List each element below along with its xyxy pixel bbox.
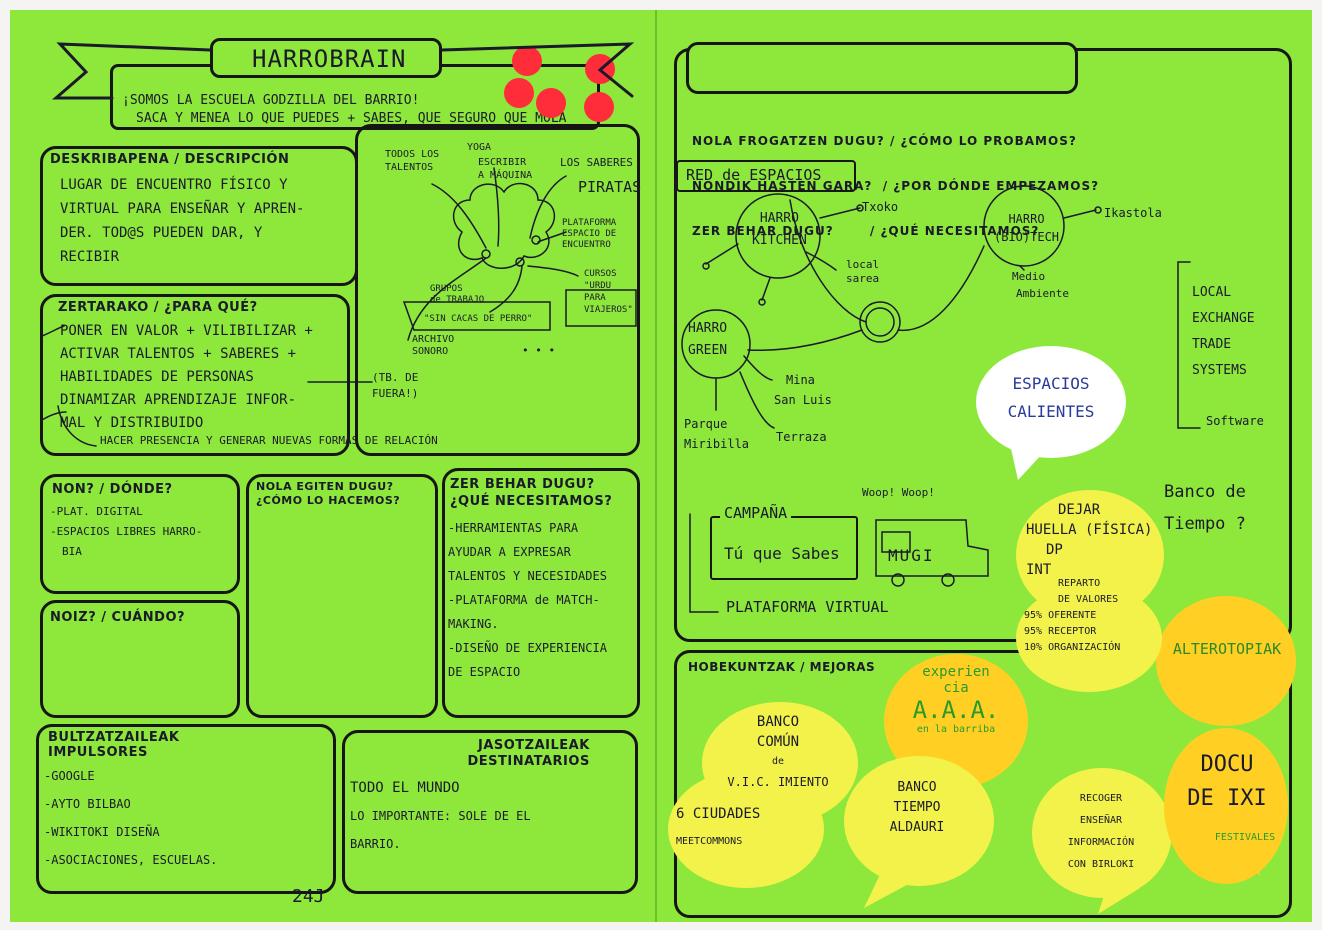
note-reparto-text: REPARTO DE VALORES 95% OFERENTE 95% RECE… xyxy=(1024,578,1121,653)
necesitamos-box xyxy=(442,468,640,718)
note-banco-tiempo-text: BANCO TIEMPO ALDAURI xyxy=(889,780,945,835)
donde-text: -PLAT. DIGITAL -ESPACIOS LIBRES HARRO- B… xyxy=(50,505,203,558)
software-label: Software xyxy=(1206,414,1264,428)
right-title-banner xyxy=(686,42,1078,94)
mindmap-cursos: CURSOS "URDU PARA VIAJEROS" xyxy=(584,269,633,315)
mindmap-box xyxy=(355,124,640,456)
mejoras-title: HOBEKUNTZAK / MEJORAS xyxy=(688,660,876,674)
node-green: HARRO GREEN xyxy=(688,321,728,358)
note-banco-tiempo xyxy=(844,756,994,886)
destinatarios-box xyxy=(342,730,638,894)
note-espacios-calientes xyxy=(976,346,1126,458)
node-terraza: Terraza xyxy=(776,430,827,444)
red-dot xyxy=(585,54,615,84)
impulsores-box xyxy=(36,724,336,894)
node-parque: Parque Miribilla xyxy=(684,417,750,451)
descripcion-text: LUGAR DE ENCUENTRO FÍSICO Y VIRTUAL PARA… xyxy=(60,177,305,265)
mindmap-escribir: ESCRIBIR A MÁQUINA xyxy=(478,157,533,181)
mindmap-fuera: (TB. DE FUERA!) xyxy=(372,371,419,400)
node-medio: Medio Ambiente xyxy=(1012,270,1069,300)
mindmap-todos: TODOS LOS TALENTOS xyxy=(385,149,440,173)
note-dejar-text: DEJAR HUELLA (FÍSICA) DP INT xyxy=(1026,502,1153,578)
node-kitchen: HARRO KITCHEN xyxy=(752,211,807,248)
sheet-fold xyxy=(655,10,657,922)
title-harrobrain: HARROBRAIN xyxy=(252,45,407,73)
descripcion-title: DESKRIBAPENA / DESCRIPCIÓN xyxy=(50,152,290,167)
note-reparto xyxy=(1016,584,1162,692)
title-banner xyxy=(210,38,442,78)
note-banco-comun-text: BANCO COMÚN de V.I.C. IMIENTO xyxy=(727,714,829,789)
red-espacios-label: RED de ESPACIOS xyxy=(686,166,822,184)
destinatarios-title: JASOTZAILEAK DESTINATARIOS xyxy=(467,738,590,769)
mindmap-grupos: GRUPOS de TRABAJO xyxy=(430,284,485,305)
note-recoger-text: RECOGER ENSEÑAR INFORMACIÓN CON BIRLOKI xyxy=(1067,793,1135,870)
mindmap-plataforma: PLATAFORMA ESPACIO DE ENCUENTRO xyxy=(562,218,617,250)
mindmap-piratas: PIRATAS xyxy=(578,178,642,196)
node-mina: Mina San Luis xyxy=(774,373,832,407)
note-alterotopiak xyxy=(1156,596,1296,726)
plataforma-virtual: PLATAFORMA VIRTUAL xyxy=(726,598,889,616)
node-biotech: HARRO (BIO)TECH xyxy=(994,212,1060,244)
red-dot xyxy=(512,46,542,76)
note-ciudades-text: 6 CIUDADES MEETCOMMONS xyxy=(676,806,761,847)
left-poster-sheet xyxy=(10,10,655,922)
mindmap-saberes: LOS SABERES xyxy=(560,156,633,169)
impulsores-text: -GOOGLE -AYTO BILBAO -WIKITOKI DISEÑA -A… xyxy=(44,769,218,867)
tu-que-sabes: Tú que Sabes xyxy=(724,544,840,563)
donde-box xyxy=(40,474,240,594)
para-que-text: PONER EN VALOR + VILIBILIZAR + ACTIVAR T… xyxy=(60,323,313,431)
slogan: ¡SOMOS LA ESCUELA GODZILLA DEL BARRIO! S… xyxy=(122,93,567,126)
cuando-title: NOIZ? / CUÁNDO? xyxy=(50,610,186,625)
como-title: NOLA EGITEN DUGU? ¿CÓMO LO HACEMOS? xyxy=(256,480,401,507)
para-que-footer: HACER PRESENCIA Y GENERAR NUEVAS FORMAS … xyxy=(100,434,438,447)
note-docu-text: DOCU DE IXI xyxy=(1187,752,1267,811)
mugi-label: MUGI xyxy=(888,546,935,565)
donde-title: NON? / DÓNDE? xyxy=(52,482,173,497)
mindmap-yoga: YOGA xyxy=(467,142,492,153)
red-dot xyxy=(504,78,534,108)
impulsores-title: BULTZATZAILEAK IMPULSORES xyxy=(48,730,180,760)
note-docu xyxy=(1164,728,1288,884)
campana-label: CAMPAÑA xyxy=(720,504,792,522)
banco-tiempo-label: Banco de Tiempo ? xyxy=(1164,482,1246,534)
mindmap-ellipsis: • • • xyxy=(522,344,556,357)
mejoras-box xyxy=(674,650,1292,918)
lets-list: LOCAL EXCHANGE TRADE SYSTEMS xyxy=(1192,285,1255,378)
red-dot xyxy=(536,88,566,118)
como-box xyxy=(246,474,438,718)
node-local: local sarea xyxy=(846,258,880,285)
woop-label: Woop! Woop! xyxy=(862,486,935,499)
para-que-box xyxy=(40,294,350,456)
page-label: 24J xyxy=(292,886,325,907)
mindmap-archivo: ARCHIVO SONORO xyxy=(412,334,455,357)
destinatarios-text: TODO EL MUNDO LO IMPORTANTE: SOLE DE EL … xyxy=(350,780,531,851)
note-experiencia-text: experien cia A.A.A. en la barriba xyxy=(912,664,1000,735)
note-ciudades xyxy=(668,770,824,888)
note-espacios-text: ESPACIOS CALIENTES xyxy=(1007,374,1095,421)
cuando-box xyxy=(40,600,240,718)
necesitamos-text: -HERRAMIENTAS PARA AYUDAR A EXPRESAR TAL… xyxy=(448,521,607,679)
red-espacios-label-box xyxy=(676,160,856,192)
mindmap-cacas: "SIN CACAS DE PERRO" xyxy=(424,314,533,324)
para-que-title: ZERTARAKO / ¿PARA QUÉ? xyxy=(58,300,258,315)
node-txoko: Txoko xyxy=(862,200,899,214)
necesitamos-title: ZER BEHAR DUGU? ¿QUÉ NECESITAMOS? xyxy=(450,477,613,509)
note-alterotopiak-text: ALTEROTOPIAK xyxy=(1172,640,1282,658)
note-recoger xyxy=(1032,768,1172,898)
note-docu-green-text: FESTIVALES xyxy=(1214,832,1276,843)
node-ikastola: Ikastola xyxy=(1104,206,1162,220)
red-dot xyxy=(584,92,614,122)
